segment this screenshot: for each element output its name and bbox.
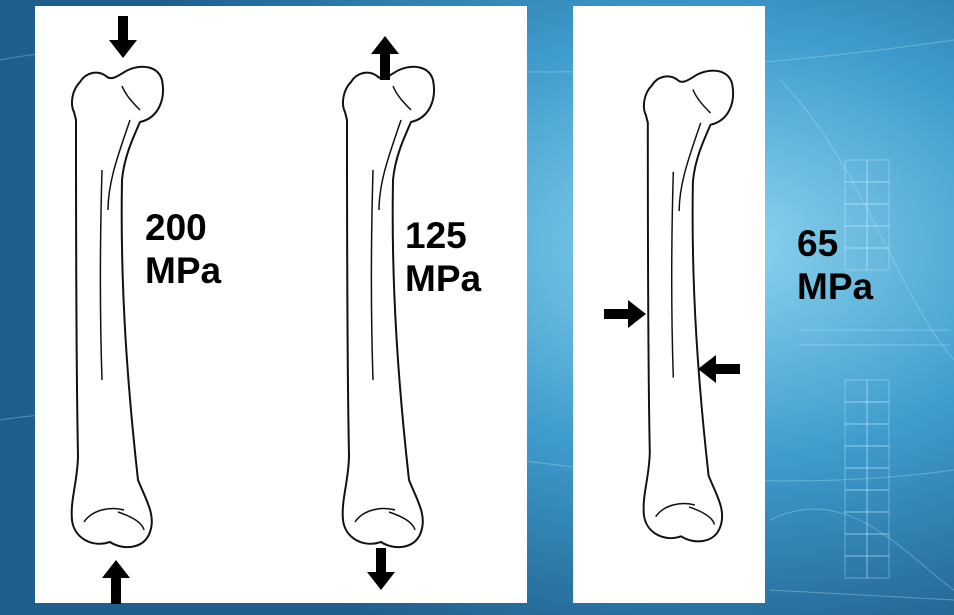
stress-value: 65 — [797, 222, 873, 265]
femur-shear — [633, 64, 743, 554]
down-arrow-icon — [366, 548, 396, 592]
femur-tension — [333, 60, 443, 560]
stress-unit: MPa — [145, 249, 221, 292]
stress-label-tension: 125 MPa — [405, 214, 481, 300]
right-arrow-icon — [604, 300, 646, 328]
stress-label-shear: 65 MPa — [797, 222, 873, 308]
down-arrow-icon — [108, 16, 138, 60]
stress-unit: MPa — [405, 257, 481, 300]
stress-label-compression: 200 MPa — [145, 206, 221, 292]
stress-value: 200 — [145, 206, 221, 249]
left-arrow-icon — [698, 355, 740, 383]
stress-unit: MPa — [797, 265, 873, 308]
stress-value: 125 — [405, 214, 481, 257]
up-arrow-icon — [101, 560, 131, 604]
femur-compression — [62, 60, 172, 560]
up-arrow-icon — [370, 36, 400, 80]
